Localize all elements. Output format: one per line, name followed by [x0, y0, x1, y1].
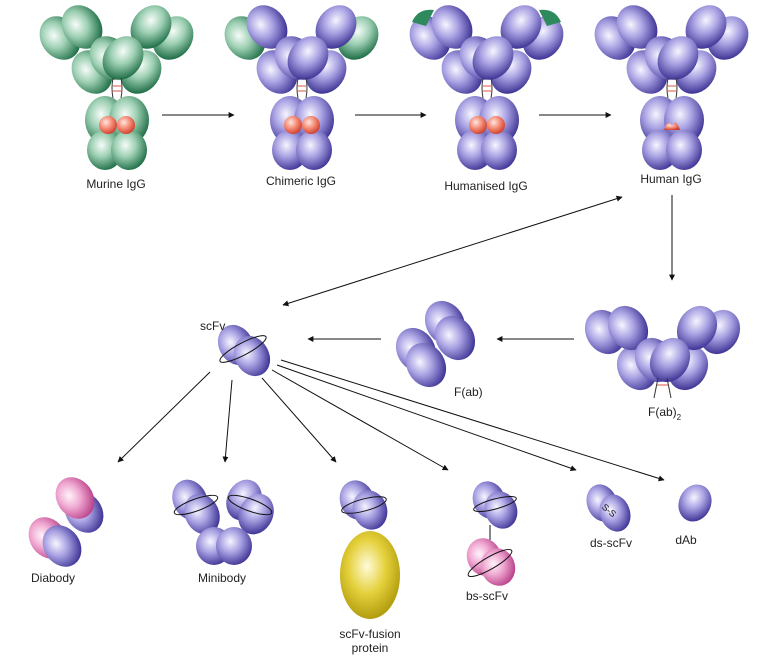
ds-scfv: S-S: [586, 484, 631, 532]
glycan-sphere: [99, 116, 117, 134]
murine-right-arm: [102, 5, 194, 94]
scfv-fusion-protein: [339, 480, 400, 619]
chimeric-hinge: [296, 77, 308, 99]
human-hinge: [666, 77, 678, 99]
humanised-fc: [455, 96, 519, 170]
diabody: [28, 477, 104, 567]
humanised-igg: [409, 5, 564, 170]
scfv-linker: [219, 335, 267, 363]
chimeric-right-arm: [287, 5, 379, 94]
fab2-hinge: [653, 377, 672, 399]
chimeric-igg: [224, 5, 379, 170]
arrow-scfv-to-bsscfv: [271, 369, 449, 471]
fab2-fragment: [584, 305, 741, 399]
arrow-scfv-to-minibody: [222, 379, 233, 463]
label-humanised-igg: Humanised IgG: [444, 179, 527, 193]
label-scfv: scFv: [200, 319, 225, 333]
glycan-sphere: [117, 116, 135, 134]
glycan-sphere: [487, 116, 505, 134]
cdr-green-tip: [539, 9, 561, 26]
label-diabody: Diabody: [31, 571, 75, 585]
murine-igg: [39, 5, 194, 170]
chimeric-fc: [270, 96, 334, 170]
arrow-scfv-to-fusion: [261, 377, 337, 463]
fab-fragment: [395, 300, 476, 388]
humanised-hinge: [481, 77, 493, 99]
cdr-green-tip: [412, 9, 434, 26]
glycan-sphere: [284, 116, 302, 134]
arrow-scfv-to-diabody: [117, 371, 211, 463]
label-bs-scfv: bs-scFv: [466, 589, 508, 603]
glycan-sphere: [469, 116, 487, 134]
label-minibody: Minibody: [198, 571, 246, 585]
glycan-partial: [664, 122, 680, 130]
label-dab: dAb: [675, 533, 697, 547]
label-fab2: F(ab)2: [648, 405, 682, 422]
label-chimeric-igg: Chimeric IgG: [266, 174, 336, 188]
arrow-scfv-to-dab: [280, 359, 665, 482]
label-fusion-line2: protein: [352, 641, 389, 655]
murine-hinge: [111, 77, 123, 99]
dab: [678, 484, 712, 522]
label-fusion-line1: scFv-fusion: [339, 627, 400, 641]
glycan-sphere: [302, 116, 320, 134]
scfv: [217, 324, 271, 377]
minibody: [172, 479, 274, 565]
human-fc: [640, 96, 704, 170]
label-human-igg: Human IgG: [640, 172, 701, 186]
arrow-scfv-to-dsscfv: [276, 364, 577, 472]
label-ds-scfv: ds-scFv: [590, 536, 632, 550]
human-igg: [594, 5, 749, 170]
arrow-human-scfv: [282, 195, 623, 307]
human-right-arm: [657, 5, 749, 94]
label-fab: F(ab): [454, 385, 483, 399]
label-murine-igg: Murine IgG: [86, 177, 145, 191]
murine-fc: [85, 96, 149, 170]
fusion-partner: [340, 531, 400, 619]
humanised-right-arm: [472, 5, 564, 94]
bs-scfv: [466, 481, 518, 586]
